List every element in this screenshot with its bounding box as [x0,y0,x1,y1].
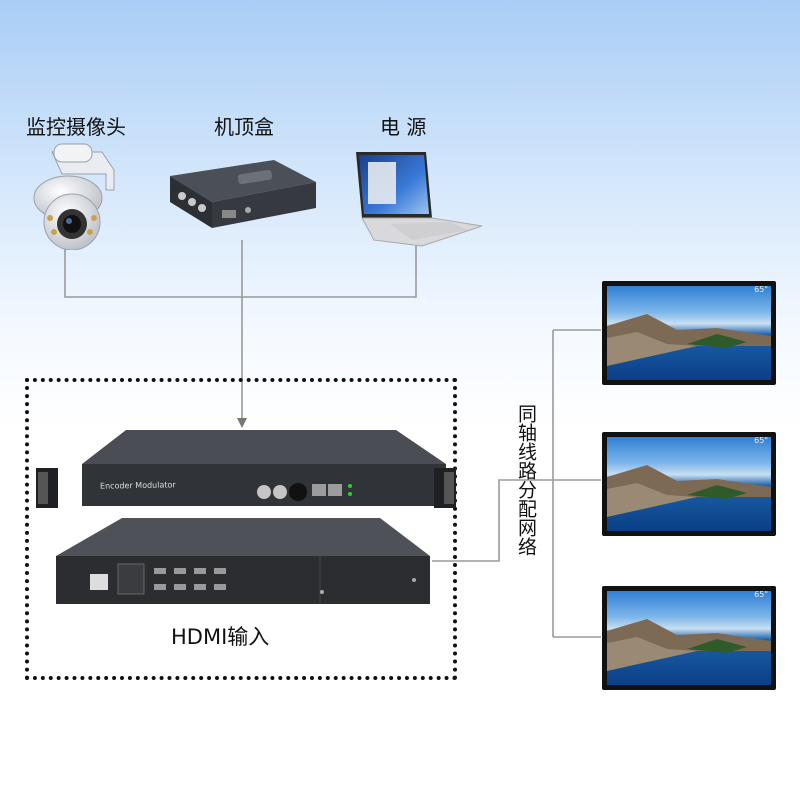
surveillance-camera-icon [33,143,115,250]
landscape-image [607,619,771,671]
set-top-box-icon [170,160,316,228]
laptop-icon [356,152,483,247]
camera-wire [64,240,417,298]
tv-size-label: 65" [754,436,768,445]
encoder-modulator-back [56,518,430,604]
tv-screen [607,591,771,685]
hdmi-to-network-wire [432,479,553,562]
tv-display-bottom: 65" [602,586,776,690]
landscape-image [607,314,771,366]
hdmi-input-label: HDMI输入 [171,625,270,649]
encoder-modulator-front [36,430,456,508]
landscape-image [607,465,771,517]
encoder-group-frame [25,378,457,680]
tv-display-top: 65" [602,281,776,385]
tv-size-label: 65" [754,285,768,294]
down-arrow-icon [237,418,247,428]
camera-label: 监控摄像头 [26,115,126,139]
encoder-title: Encoder Modulator [99,480,176,491]
tv-screen [607,437,771,531]
coax-network-label: 同轴线路分配网络 [515,404,537,556]
tv-size-label: 65" [754,590,768,599]
tv-screen [607,286,771,380]
tv-display-middle: 65" [602,432,776,536]
settop-label: 机顶盒 [214,115,274,139]
power-label: 电 源 [380,115,427,139]
